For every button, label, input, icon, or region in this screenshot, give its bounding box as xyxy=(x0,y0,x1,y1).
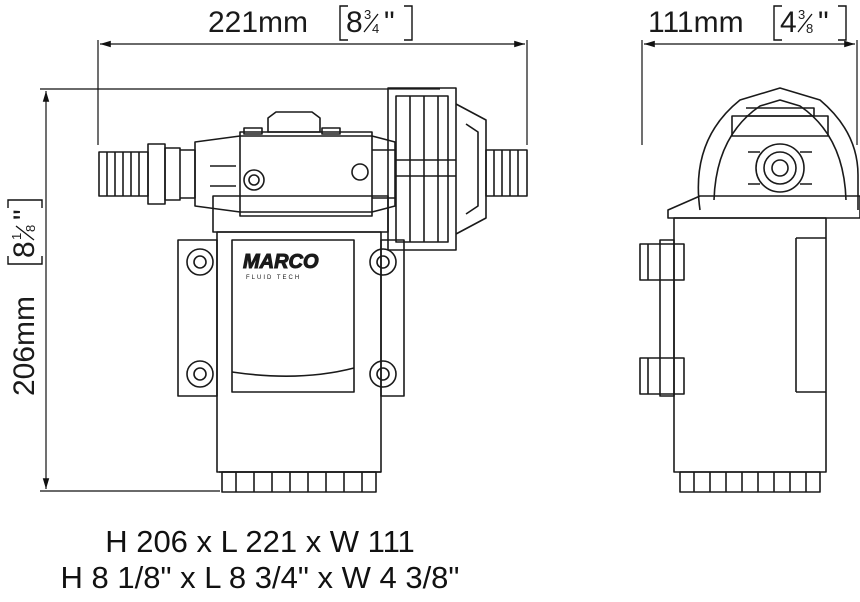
height-inch-numerator: 1 xyxy=(9,233,24,240)
length-mm-label: 221mm xyxy=(208,6,308,39)
length-dimension: 221mm 8 3 4 " xyxy=(97,5,528,145)
side-motor-body xyxy=(673,217,827,493)
motor-body xyxy=(212,195,389,493)
side-pump-head xyxy=(667,87,860,219)
length-inch-whole: 8 xyxy=(346,6,363,39)
width-inch-whole: 4 xyxy=(780,6,797,39)
height-mm-label: 206mm xyxy=(8,296,41,396)
dimensions-imperial-summary: H 8 1/8" x L 8 3/4" x W 4 3/8" xyxy=(60,560,460,595)
width-inch-denominator: 8 xyxy=(806,21,813,36)
height-dimension: 206mm 8 1 8 " xyxy=(7,88,440,492)
pump-side-view xyxy=(639,87,860,493)
width-inch-numerator: 3 xyxy=(798,7,805,22)
pump-head-manifold xyxy=(194,111,396,217)
width-mm-label: 111mm xyxy=(648,6,744,39)
pump-front-view xyxy=(98,87,528,493)
dimensions-metric-summary: H 206 x L 221 x W 111 xyxy=(105,524,415,559)
length-inch-brackets xyxy=(339,5,413,41)
brand-subtitle: FLUID TECH xyxy=(246,275,301,281)
length-inch-numerator: 3 xyxy=(364,7,371,22)
length-inch-mark: " xyxy=(384,6,395,39)
side-mounting-bracket xyxy=(639,239,685,397)
height-inch-denominator: 8 xyxy=(23,225,38,232)
width-dimension: 111mm 4 3 8 " xyxy=(641,5,858,145)
width-inch-brackets xyxy=(773,5,847,41)
mounting-bracket-right xyxy=(369,239,405,397)
inlet-hose-barb xyxy=(98,143,196,205)
height-inch-mark: " xyxy=(8,209,41,220)
width-inch-mark: " xyxy=(818,6,829,39)
height-inch-whole: 8 xyxy=(8,241,41,258)
outlet-hose-barb xyxy=(485,149,528,197)
height-inch-brackets xyxy=(7,199,43,265)
outlet-relief-valve xyxy=(387,87,487,251)
brand-logo: MARCO xyxy=(243,251,319,273)
length-inch-denominator: 4 xyxy=(372,21,379,36)
mounting-bracket-left xyxy=(177,239,218,397)
